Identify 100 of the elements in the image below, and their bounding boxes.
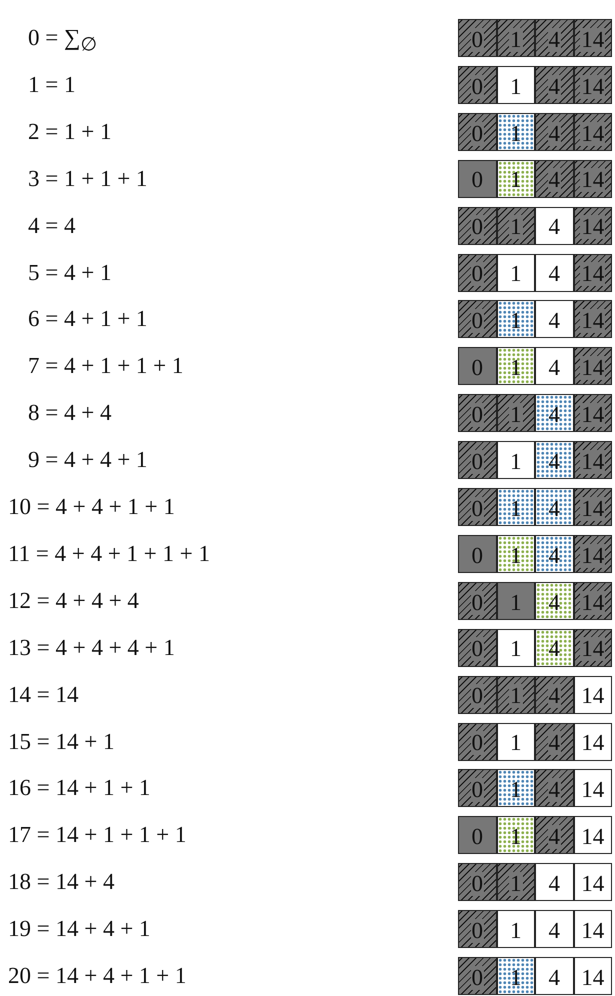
table-cell: 14 bbox=[574, 816, 612, 854]
table-cell: 0 bbox=[458, 863, 496, 902]
table-cell: 14 bbox=[574, 160, 612, 198]
equation-text: 11 = 4 + 4 + 1 + 1 + 1 bbox=[8, 540, 210, 568]
equation-text: 8 = 4 + 4 bbox=[28, 399, 112, 428]
table-cell: 14 bbox=[574, 769, 612, 808]
table-cell: 4 bbox=[535, 676, 574, 714]
table-cell: 1 bbox=[496, 676, 535, 714]
table-cell: 14 bbox=[574, 628, 612, 667]
equation-text: 6 = 4 + 1 + 1 bbox=[28, 305, 148, 334]
table-cell: 4 bbox=[535, 300, 574, 338]
table-cell: 0 bbox=[458, 816, 496, 854]
table-cell: 1 bbox=[496, 910, 535, 948]
table-cell: 1 bbox=[496, 206, 535, 245]
table-cell: 14 bbox=[574, 488, 612, 526]
table-cell: 14 bbox=[574, 206, 612, 245]
table-cell: 4 bbox=[535, 254, 574, 292]
equation-text: 3 = 1 + 1 + 1 bbox=[28, 164, 148, 193]
table-cell: 4 bbox=[535, 488, 574, 526]
table-cell: 4 bbox=[535, 112, 574, 151]
table-cell: 14 bbox=[574, 534, 612, 573]
equation-text: 18 = 14 + 4 bbox=[8, 868, 114, 896]
table-cell: 4 bbox=[535, 863, 574, 902]
table-cell: 0 bbox=[458, 112, 496, 151]
table-cell: 0 bbox=[458, 910, 496, 948]
equation-text: 19 = 14 + 4 + 1 bbox=[8, 915, 150, 944]
equation-text: 2 = 1 + 1 bbox=[28, 118, 112, 146]
table-cell: 0 bbox=[458, 534, 496, 573]
table-cell: 1 bbox=[496, 582, 535, 620]
table-cell: 14 bbox=[574, 863, 612, 902]
table-cell: 0 bbox=[458, 300, 496, 338]
table-cell: 4 bbox=[535, 816, 574, 854]
table-cell: 4 bbox=[535, 769, 574, 808]
table-cell: 14 bbox=[574, 254, 612, 292]
table-cell: 14 bbox=[574, 112, 612, 151]
table-cell: 1 bbox=[496, 300, 535, 338]
equation-text: 16 = 14 + 1 + 1 bbox=[8, 774, 150, 802]
table-cell: 4 bbox=[535, 534, 574, 573]
table-cell: 1 bbox=[496, 488, 535, 526]
table-cell: 4 bbox=[535, 582, 574, 620]
equation-text: 13 = 4 + 4 + 4 + 1 bbox=[8, 634, 175, 662]
table-cell: 14 bbox=[574, 19, 612, 57]
table-cell: 0 bbox=[458, 206, 496, 245]
table-cell: 14 bbox=[574, 394, 612, 432]
equation-text: 5 = 4 + 1 bbox=[28, 258, 112, 286]
table-cell: 0 bbox=[458, 676, 496, 714]
table-cell: 14 bbox=[574, 910, 612, 948]
equation-text: 1 = 1 bbox=[28, 70, 76, 99]
equation-text: 12 = 4 + 4 + 4 bbox=[8, 586, 139, 615]
equation-text: 10 = 4 + 4 + 1 + 1 bbox=[8, 493, 175, 521]
table-cell: 1 bbox=[496, 769, 535, 808]
table-cell: 1 bbox=[496, 160, 535, 198]
table-cell: 0 bbox=[458, 347, 496, 386]
table-cell: 4 bbox=[535, 628, 574, 667]
table-cell: 14 bbox=[574, 582, 612, 620]
table-cell: 1 bbox=[496, 863, 535, 902]
table-cell: 14 bbox=[574, 66, 612, 104]
equation-text: 14 = 14 bbox=[8, 680, 78, 709]
table-cell: 1 bbox=[496, 957, 535, 995]
table-cell: 14 bbox=[574, 722, 612, 760]
table-cell: 0 bbox=[458, 582, 496, 620]
table-cell: 0 bbox=[458, 722, 496, 760]
equation-text: 20 = 14 + 4 + 1 + 1 bbox=[8, 962, 186, 990]
equation-text: 15 = 14 + 1 bbox=[8, 728, 114, 756]
table-cell: 14 bbox=[574, 441, 612, 480]
table-cell: 14 bbox=[574, 676, 612, 714]
table-cell: 4 bbox=[535, 206, 574, 245]
table-cell: 4 bbox=[535, 441, 574, 480]
table-cell: 14 bbox=[574, 300, 612, 338]
table-cell: 0 bbox=[458, 488, 496, 526]
table-cell: 4 bbox=[535, 910, 574, 948]
equation-text: 4 = 4 bbox=[28, 212, 76, 240]
table-cell: 0 bbox=[458, 19, 496, 57]
table-cell: 4 bbox=[535, 957, 574, 995]
table-cell: 1 bbox=[496, 112, 535, 151]
table-cell: 1 bbox=[496, 254, 535, 292]
table-cell: 4 bbox=[535, 160, 574, 198]
equation-text: 17 = 14 + 1 + 1 + 1 bbox=[8, 821, 186, 850]
table-cell: 4 bbox=[535, 66, 574, 104]
table-cell: 14 bbox=[574, 347, 612, 386]
equation-text: 0 = ∑$_{∅}$ bbox=[28, 24, 98, 58]
table-cell: 14 bbox=[574, 957, 612, 995]
table-cell: 1 bbox=[496, 19, 535, 57]
equation-text: 9 = 4 + 4 + 1 bbox=[28, 446, 148, 474]
table-cell: 0 bbox=[458, 160, 496, 198]
table-cell: 0 bbox=[458, 628, 496, 667]
table-cell: 1 bbox=[496, 816, 535, 854]
table-cell: 1 bbox=[496, 628, 535, 667]
table-cell: 4 bbox=[535, 394, 574, 432]
table-cell: 1 bbox=[496, 441, 535, 480]
table-cell: 4 bbox=[535, 722, 574, 760]
equation-text: 7 = 4 + 1 + 1 + 1 bbox=[28, 352, 184, 380]
table-cell: 1 bbox=[496, 66, 535, 104]
table-cell: 0 bbox=[458, 441, 496, 480]
table-cell: 0 bbox=[458, 769, 496, 808]
table-cell: 0 bbox=[458, 254, 496, 292]
table-cell: 0 bbox=[458, 957, 496, 995]
table-cell: 0 bbox=[458, 66, 496, 104]
table-cell: 4 bbox=[535, 347, 574, 386]
table-cell: 0 bbox=[458, 394, 496, 432]
